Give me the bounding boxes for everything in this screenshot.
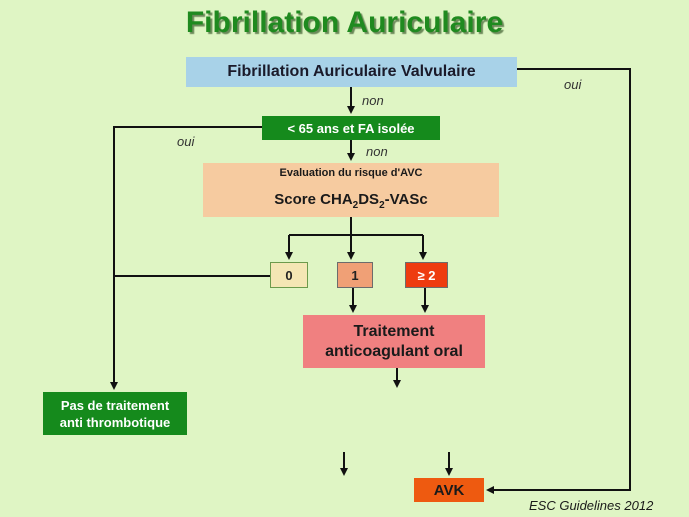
arrow-age-to-no-treatment bbox=[110, 126, 262, 390]
no-treatment-line1: Pas de traitement bbox=[60, 397, 170, 413]
page-title: Fibrillation Auriculaire bbox=[185, 6, 504, 39]
eval-title: Evaluation du risque d'AVC bbox=[279, 167, 423, 179]
score-0-box: 0 bbox=[270, 262, 308, 288]
treatment-line2: anticoagulant oral bbox=[325, 342, 463, 360]
avk-box: AVK bbox=[414, 478, 484, 502]
age-condition-box: < 65 ans et FA isolée bbox=[262, 116, 440, 140]
edge-label-non-1: non bbox=[362, 93, 384, 108]
score-suffix: -VASc bbox=[384, 191, 428, 208]
score-sub1: 2 bbox=[352, 200, 359, 211]
oral-anticoagulant-box: Traitement anticoagulant oral bbox=[303, 315, 485, 368]
score-1-box: 1 bbox=[337, 262, 373, 288]
edge-label-non-2: non bbox=[366, 144, 388, 159]
risk-evaluation-box: Evaluation du risque d'AVC Score CHA2DS2… bbox=[203, 163, 499, 217]
no-treatment-box: Pas de traitement anti thrombotique bbox=[43, 392, 187, 435]
score-prefix: Score CHA bbox=[274, 191, 353, 208]
footer-source: ESC Guidelines 2012 bbox=[529, 498, 654, 513]
edge-label-oui-left: oui bbox=[177, 134, 195, 149]
score-sub2: 2 bbox=[379, 200, 385, 211]
arrow-valvular-to-avk bbox=[486, 68, 631, 494]
edge-label-oui-right: oui bbox=[564, 77, 582, 92]
treatment-line1: Traitement bbox=[353, 322, 435, 340]
valvular-af-box: Fibrillation Auriculaire Valvulaire bbox=[186, 57, 517, 87]
score-mid: DS bbox=[358, 191, 380, 208]
score-name: Score CHA2DS2-VASc bbox=[274, 191, 427, 211]
score-2-box: ≥ 2 bbox=[405, 262, 448, 288]
no-treatment-line2: anti thrombotique bbox=[59, 414, 171, 430]
